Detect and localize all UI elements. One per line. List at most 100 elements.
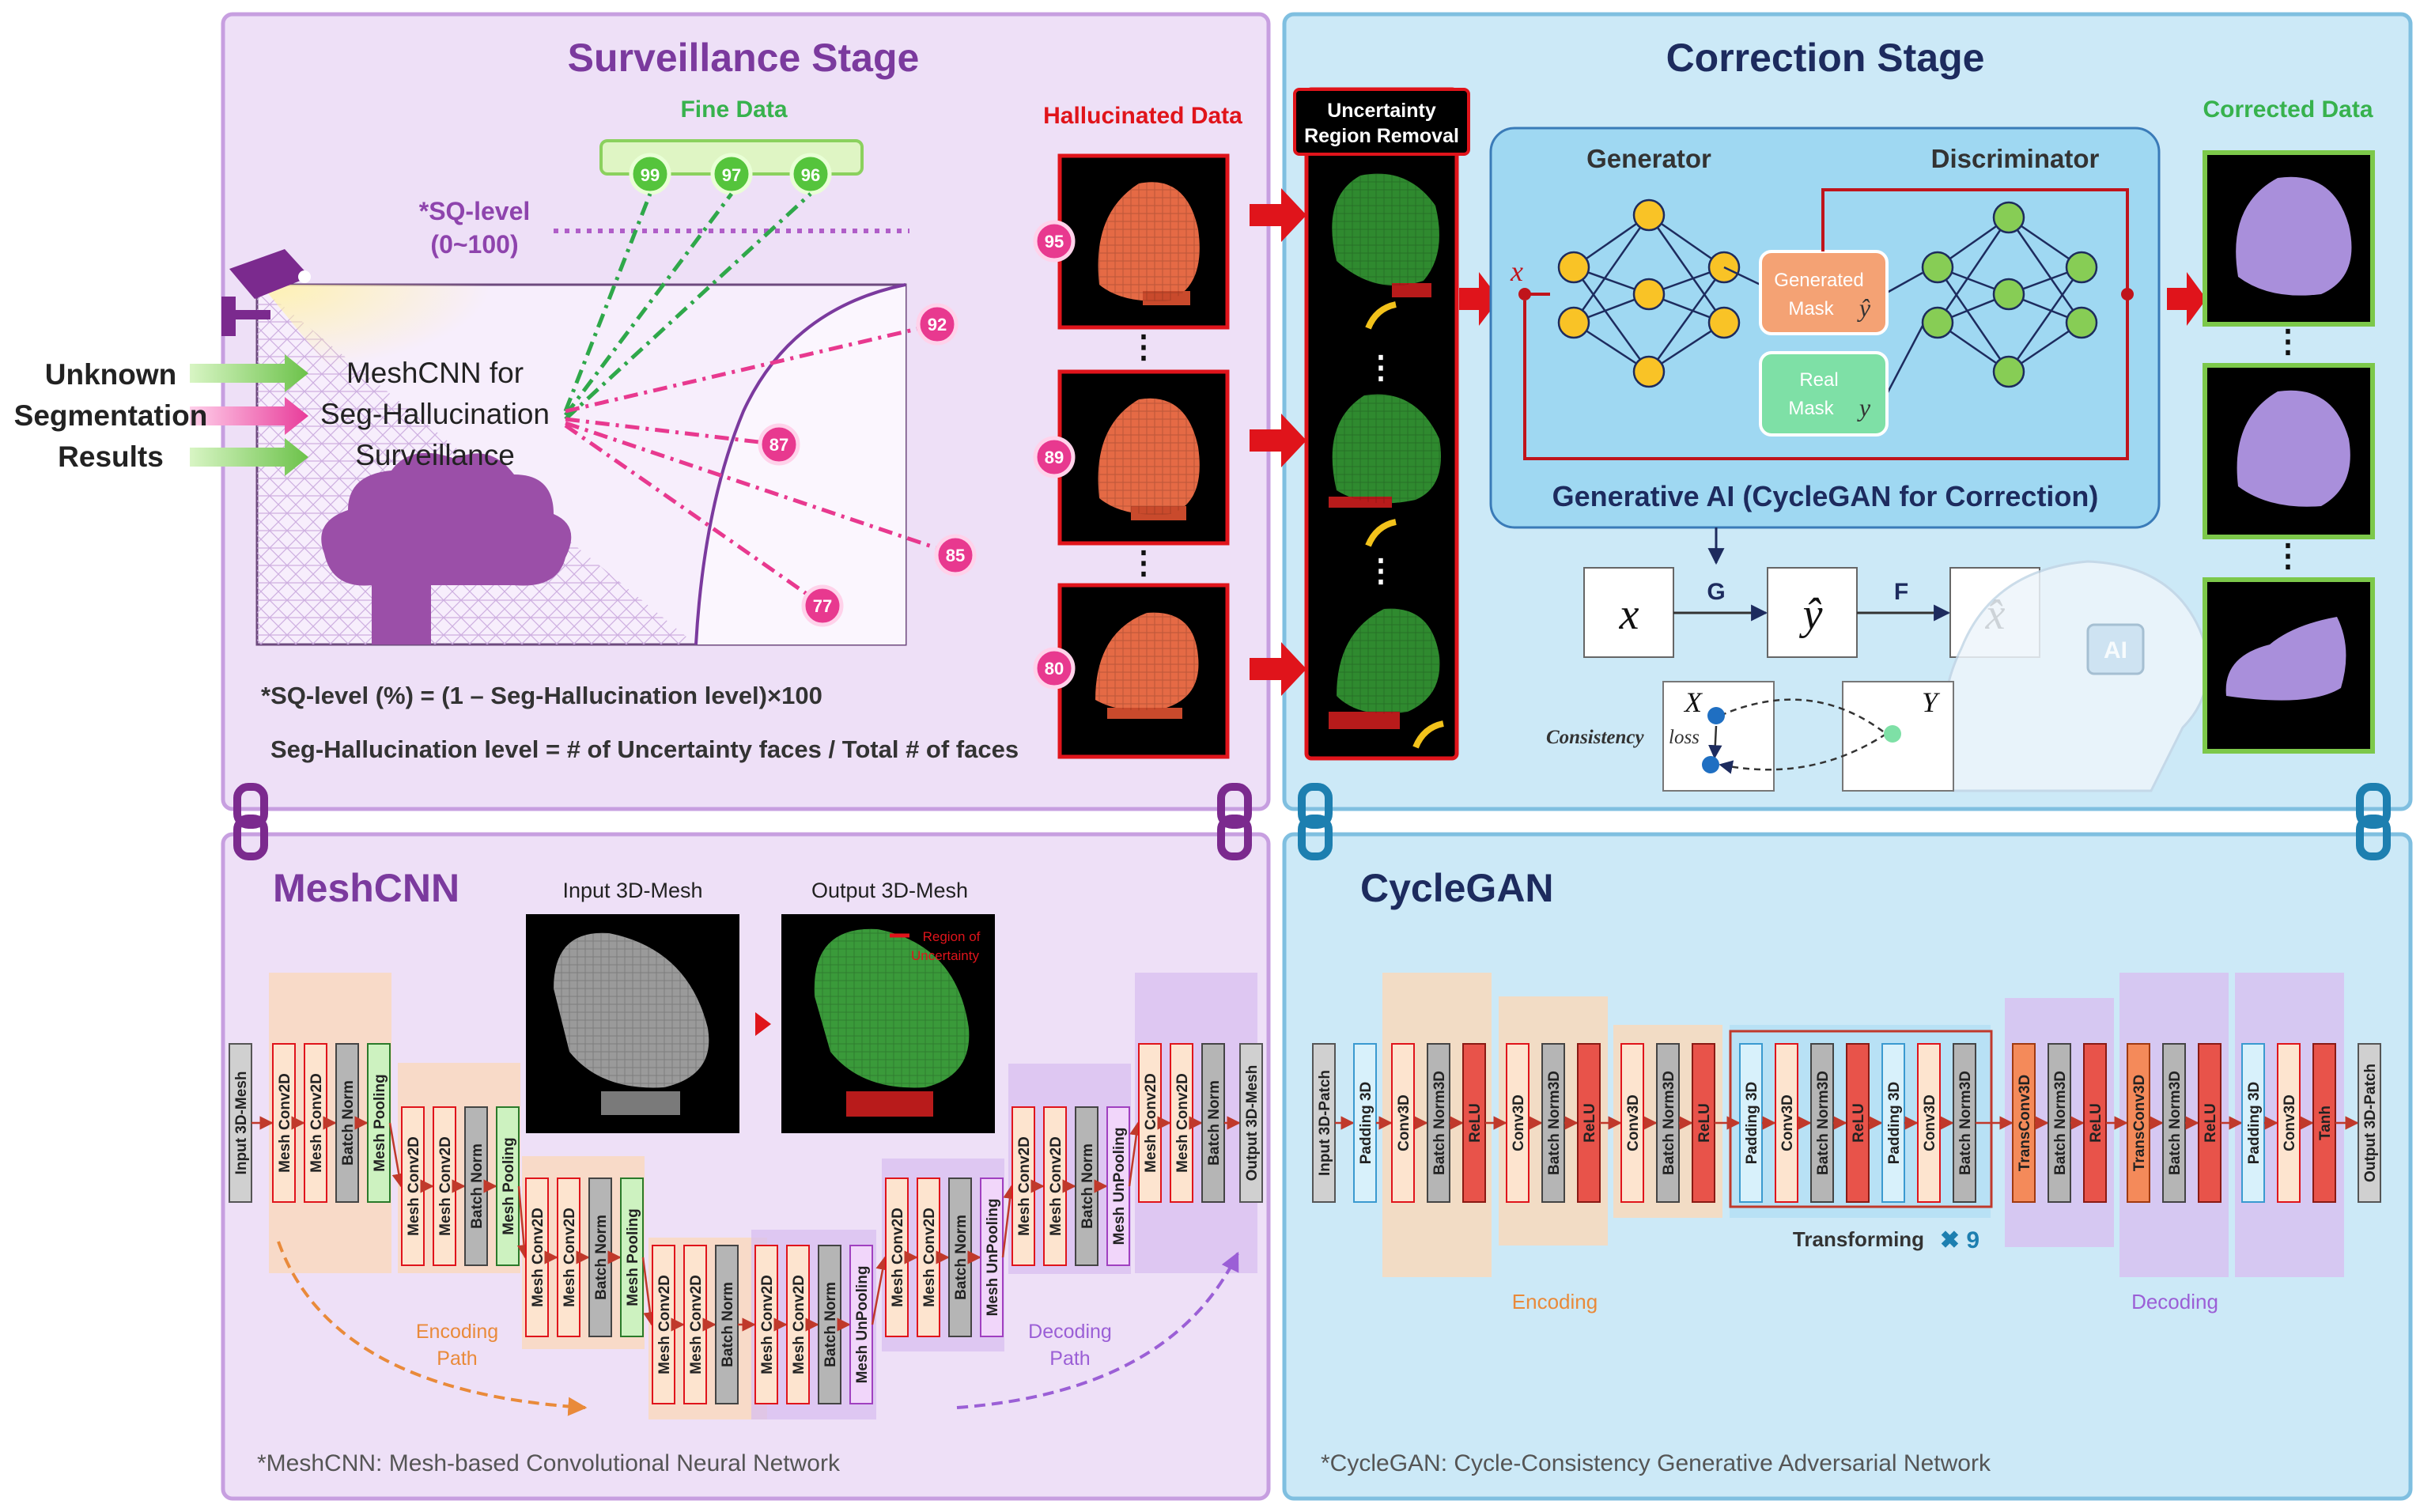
- sq-level-range: (0~100): [430, 230, 518, 259]
- sq-formula: *SQ-level (%) = (1 – Seg-Hallucination l…: [261, 682, 822, 709]
- meshcnn-surveillance-line: Surveillance: [355, 439, 515, 471]
- generated-mask-line: Generated: [1774, 270, 1863, 291]
- meshcnn-footnote: *MeshCNN: Mesh-based Convolutional Neura…: [257, 1450, 841, 1476]
- fine-data-label: Fine Data: [680, 96, 787, 123]
- layer-label: Batch Norm3D: [1546, 1071, 1563, 1175]
- network-node: [1921, 306, 1954, 339]
- layer-block: [2162, 1043, 2186, 1203]
- decoding-path-line: Path: [1049, 1348, 1090, 1370]
- generator-label: Generator: [1586, 144, 1711, 173]
- layer-label: Batch Norm3D: [2052, 1071, 2069, 1175]
- layer-label: Conv3D: [1779, 1094, 1796, 1151]
- layer-label: Conv3D: [1625, 1094, 1642, 1151]
- outlier-score: 77: [813, 596, 832, 616]
- layer-label: Batch Norm: [1206, 1080, 1223, 1166]
- consistency-loss-diagram: [1662, 681, 1954, 792]
- layer-label: Batch Norm3D: [1661, 1071, 1677, 1175]
- score-connectors: [563, 192, 954, 607]
- network-node: [1557, 251, 1590, 284]
- domain-y: Y: [1922, 686, 1941, 718]
- input-label-line: Results: [58, 440, 164, 473]
- network-node: [1632, 198, 1666, 232]
- input-label-line: Segmentation: [14, 399, 208, 432]
- cycle-g: G: [1707, 579, 1725, 605]
- cyclegan-footnote: *CycleGAN: Cycle-Consistency Generative …: [1321, 1450, 1991, 1476]
- layer-block: [1462, 1043, 1486, 1203]
- input-arrows: [190, 354, 308, 476]
- gan-feedback-lines: [1518, 188, 2134, 460]
- layer-block: [496, 1106, 520, 1266]
- layer-block: [2012, 1043, 2036, 1203]
- layer-block: [1353, 1043, 1377, 1203]
- layer-label: TransConv3D: [2131, 1075, 2148, 1171]
- flow-arrows: [1250, 188, 2206, 696]
- layer-label: Output 3D-Mesh: [1244, 1065, 1261, 1181]
- region-legend-line: Uncertainty: [911, 948, 979, 963]
- repeat-count: ✖ 9: [1940, 1227, 1979, 1253]
- decoding-path-line: Decoding: [1028, 1321, 1112, 1343]
- layer-block: [1656, 1043, 1680, 1203]
- layer-label: Batch Norm: [1080, 1143, 1096, 1229]
- y-symbol: y: [1857, 393, 1871, 421]
- layer-block: [367, 1043, 391, 1203]
- layer-label: Mesh Conv2D: [921, 1208, 938, 1307]
- layer-label: ReLU: [1582, 1103, 1598, 1143]
- layer-block: [620, 1177, 644, 1337]
- network-node: [2065, 306, 2098, 339]
- meshcnn-surveillance-line: Seg-Hallucination: [320, 398, 550, 430]
- output-mesh-title: Output 3D-Mesh: [811, 879, 968, 902]
- network-node: [1632, 355, 1666, 388]
- layer-label: ReLU: [2203, 1103, 2219, 1143]
- real-mask-box: [1759, 351, 1889, 437]
- outlier-scores: 92 87 85 77: [758, 303, 977, 627]
- layer-label: ReLU: [1467, 1103, 1484, 1143]
- encoding-path-arrow: [277, 1241, 588, 1416]
- hallucinated-title: Hallucinated Data: [1043, 103, 1242, 129]
- layer-block: [588, 1177, 612, 1337]
- layer-label: ReLU: [2088, 1103, 2104, 1143]
- layer-label: Mesh Conv2D: [437, 1136, 454, 1236]
- layer-block: [1201, 1043, 1225, 1203]
- domain-x: X: [1683, 686, 1703, 718]
- layer-label: Mesh Conv2D: [759, 1275, 776, 1374]
- network-node: [1632, 278, 1666, 311]
- layer-label: Mesh Conv2D: [1016, 1136, 1033, 1236]
- layer-block: [1953, 1043, 1976, 1203]
- layer-block: [1106, 1106, 1130, 1266]
- hallucination-formula: Seg-Hallucination level = # of Uncertain…: [270, 735, 1019, 763]
- layer-block: [1239, 1043, 1263, 1203]
- layer-label: Mesh Pooling: [372, 1074, 388, 1172]
- layer-label: Mesh Conv2D: [1048, 1136, 1064, 1236]
- encoding-path-line: Path: [437, 1348, 477, 1370]
- layer-label: Batch Norm: [340, 1080, 357, 1166]
- fine-score: 96: [801, 165, 820, 185]
- encoding-path-line: Encoding: [416, 1321, 498, 1343]
- generated-mask-line: Mask: [1788, 298, 1834, 319]
- layer-label: Conv3D: [1511, 1094, 1527, 1151]
- layer-label: Mesh Conv2D: [1143, 1073, 1159, 1173]
- network-node: [1992, 278, 2025, 311]
- layer-label: Padding 3D: [1358, 1082, 1374, 1165]
- layer-label: Batch Norm: [822, 1282, 839, 1367]
- layer-label: Batch Norm: [593, 1215, 610, 1300]
- layer-label: Mesh Conv2D: [656, 1275, 673, 1374]
- layer-label: Mesh Conv2D: [791, 1275, 807, 1374]
- hallucinated-score: 95: [1045, 232, 1064, 251]
- meshcnn-surveillance-line: MeshCNN for: [346, 357, 524, 389]
- layer-label: Mesh UnPooling: [985, 1199, 1001, 1317]
- svg-text:⋮: ⋮: [2272, 539, 2304, 573]
- surveillance-title: Surveillance Stage: [568, 36, 920, 80]
- ai-badge: AI: [2104, 637, 2127, 663]
- ellipsis: ⋮: [1128, 330, 1159, 365]
- layer-block: [2241, 1043, 2265, 1203]
- decoding-path-arrow: [956, 1251, 1239, 1409]
- layer-label: Batch Norm3D: [1815, 1071, 1832, 1175]
- layer-label: Tanh: [2317, 1106, 2334, 1140]
- layer-label: Padding 3D: [1886, 1082, 1903, 1165]
- layer-label: Input 3D-Patch: [1317, 1070, 1333, 1176]
- layer-label: TransConv3D: [2017, 1075, 2033, 1171]
- cg-encoding-label: Encoding: [1512, 1290, 1598, 1314]
- consistency-label: Consistency: [1546, 727, 1645, 748]
- layer-label: Mesh UnPooling: [1111, 1128, 1128, 1246]
